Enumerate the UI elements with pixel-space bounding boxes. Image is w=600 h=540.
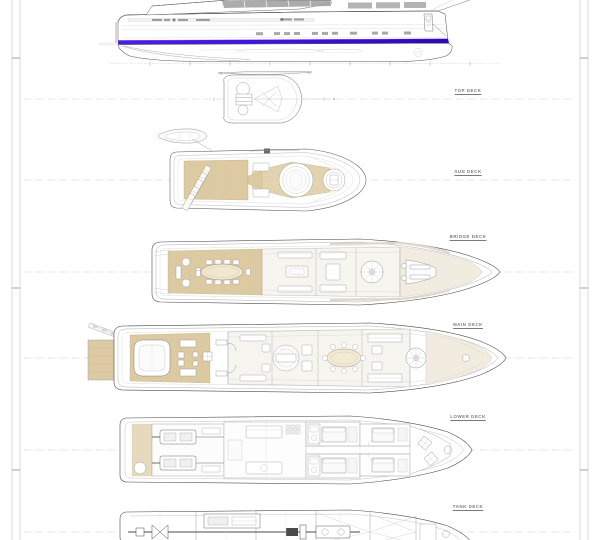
main-deck-foredeck	[425, 330, 493, 386]
deck-plan-sun-deck	[24, 128, 576, 212]
sun-deck-helm	[322, 168, 346, 192]
lower-deck-engine-room	[133, 423, 225, 477]
hull-keel-lines	[121, 45, 251, 62]
bridge-deck-side-walkway	[261, 251, 401, 293]
hull-topsides	[117, 10, 449, 42]
waterline-reference-ticks	[110, 61, 500, 66]
upper-deck-windows	[348, 2, 426, 9]
bridge-deck-spiral-stair	[360, 260, 384, 284]
swim-platform-profile	[99, 42, 119, 46]
bridge-deck-dining-chairs	[195, 259, 251, 285]
bridge-deck-aft-lounge	[175, 257, 191, 288]
lower-deck-frames	[223, 418, 411, 482]
sun-deck-mast-base	[264, 148, 270, 154]
deck-label-top-deck: TOP DECK	[454, 88, 482, 93]
hull-underwater-body	[117, 42, 453, 62]
main-deck-bulkheads	[227, 329, 411, 387]
deck-label-bridge-deck: BRIDGE DECK	[449, 234, 487, 239]
boot-stripe	[118, 38, 449, 45]
superstructure-roof-edge	[151, 0, 332, 7]
deck-plan-main-deck	[24, 322, 576, 394]
deck-label-main-deck: MAIN DECK	[453, 322, 483, 327]
main-deck-anchor-windlass	[462, 354, 470, 362]
tank-deck-frames	[159, 511, 341, 540]
deck-label-tank-deck: TANK DECK	[452, 504, 484, 509]
main-deck-salon-doors	[215, 339, 237, 377]
mast-structure	[235, 82, 253, 116]
bridge-deck-overhang-stbd	[329, 288, 451, 302]
lower-deck-guest-cabins	[305, 421, 411, 479]
drawing-border	[11, 0, 589, 540]
bridge-deck-wheelhouse	[401, 259, 437, 285]
deck-plan-bridge-deck	[24, 238, 576, 306]
main-deck-salon-furniture	[239, 334, 313, 382]
deck-plan-top-deck	[24, 70, 576, 124]
sun-deck-planking	[305, 155, 349, 205]
bridge-deck-fwd-deck	[399, 246, 483, 298]
main-deck-window-row	[256, 31, 411, 36]
profile-deck-lines	[121, 24, 447, 39]
bow-locker-port	[417, 435, 433, 451]
deck-label-lower-deck: LOWER DECK	[450, 414, 486, 419]
bow-locker-stbd	[423, 451, 439, 467]
antenna-array	[253, 85, 290, 113]
tank-deck-void-spaces	[315, 512, 417, 540]
main-deck-aft-furniture	[177, 339, 213, 377]
bridge-deck-overhang	[329, 241, 451, 255]
tank-deck-machinery-box	[203, 513, 261, 529]
jacuzzi	[278, 162, 314, 198]
sun-deck-bulwark-inner2	[177, 155, 354, 205]
bridge-deck-aft-rails	[153, 249, 173, 295]
bow-thruster-tunnel	[443, 445, 453, 455]
tank-deck-shaft-line	[128, 524, 360, 540]
boot-stripe-top-edge	[117, 38, 449, 41]
main-deck-dining	[322, 342, 366, 374]
bow-stem-detail	[423, 13, 447, 37]
hull-waterline-faint	[199, 48, 363, 53]
bow-rake-line-inner	[429, 0, 453, 12]
border-tick-marks	[12, 57, 588, 471]
sun-deck-bar	[252, 162, 270, 198]
deck-plan-lower-deck	[24, 415, 576, 485]
main-deck-galley	[367, 333, 403, 383]
bridge-deck-bulkheads	[261, 247, 401, 297]
bow-rake-line	[437, 0, 471, 12]
bridge-deck-window-strip	[127, 18, 315, 22]
sun-deck-bulwark-inner	[173, 152, 361, 208]
tender-rib	[158, 128, 215, 153]
superstructure-window-band	[222, 0, 331, 8]
deck-label-sun-deck: SUN DECK	[454, 169, 482, 174]
tank-deck-bow-tanks	[419, 523, 450, 540]
deck-plan-tank-deck	[24, 509, 576, 540]
tank-deck-inner-hull	[129, 513, 461, 540]
main-deck-foredeck-lines	[431, 333, 485, 383]
profile-side-elevation	[99, 0, 500, 66]
bow-thruster-profile	[413, 48, 423, 57]
sun-deck-teak-wedge	[247, 171, 263, 189]
lower-deck-inner-hull	[124, 419, 465, 481]
bridge-deck-bulwark-1	[155, 241, 493, 303]
main-deck-spiral-stair	[405, 347, 427, 369]
bridge-deck-dining-table	[200, 263, 244, 281]
lower-deck-bow-area	[409, 425, 453, 475]
sun-loungers	[182, 165, 212, 211]
sheer-line	[117, 10, 439, 23]
main-deck-bulwark-1	[117, 325, 499, 391]
lower-deck-crew-area	[223, 421, 307, 479]
sun-deck-teak-aft	[183, 159, 249, 201]
main-deck-aft-sunpad	[133, 339, 171, 377]
